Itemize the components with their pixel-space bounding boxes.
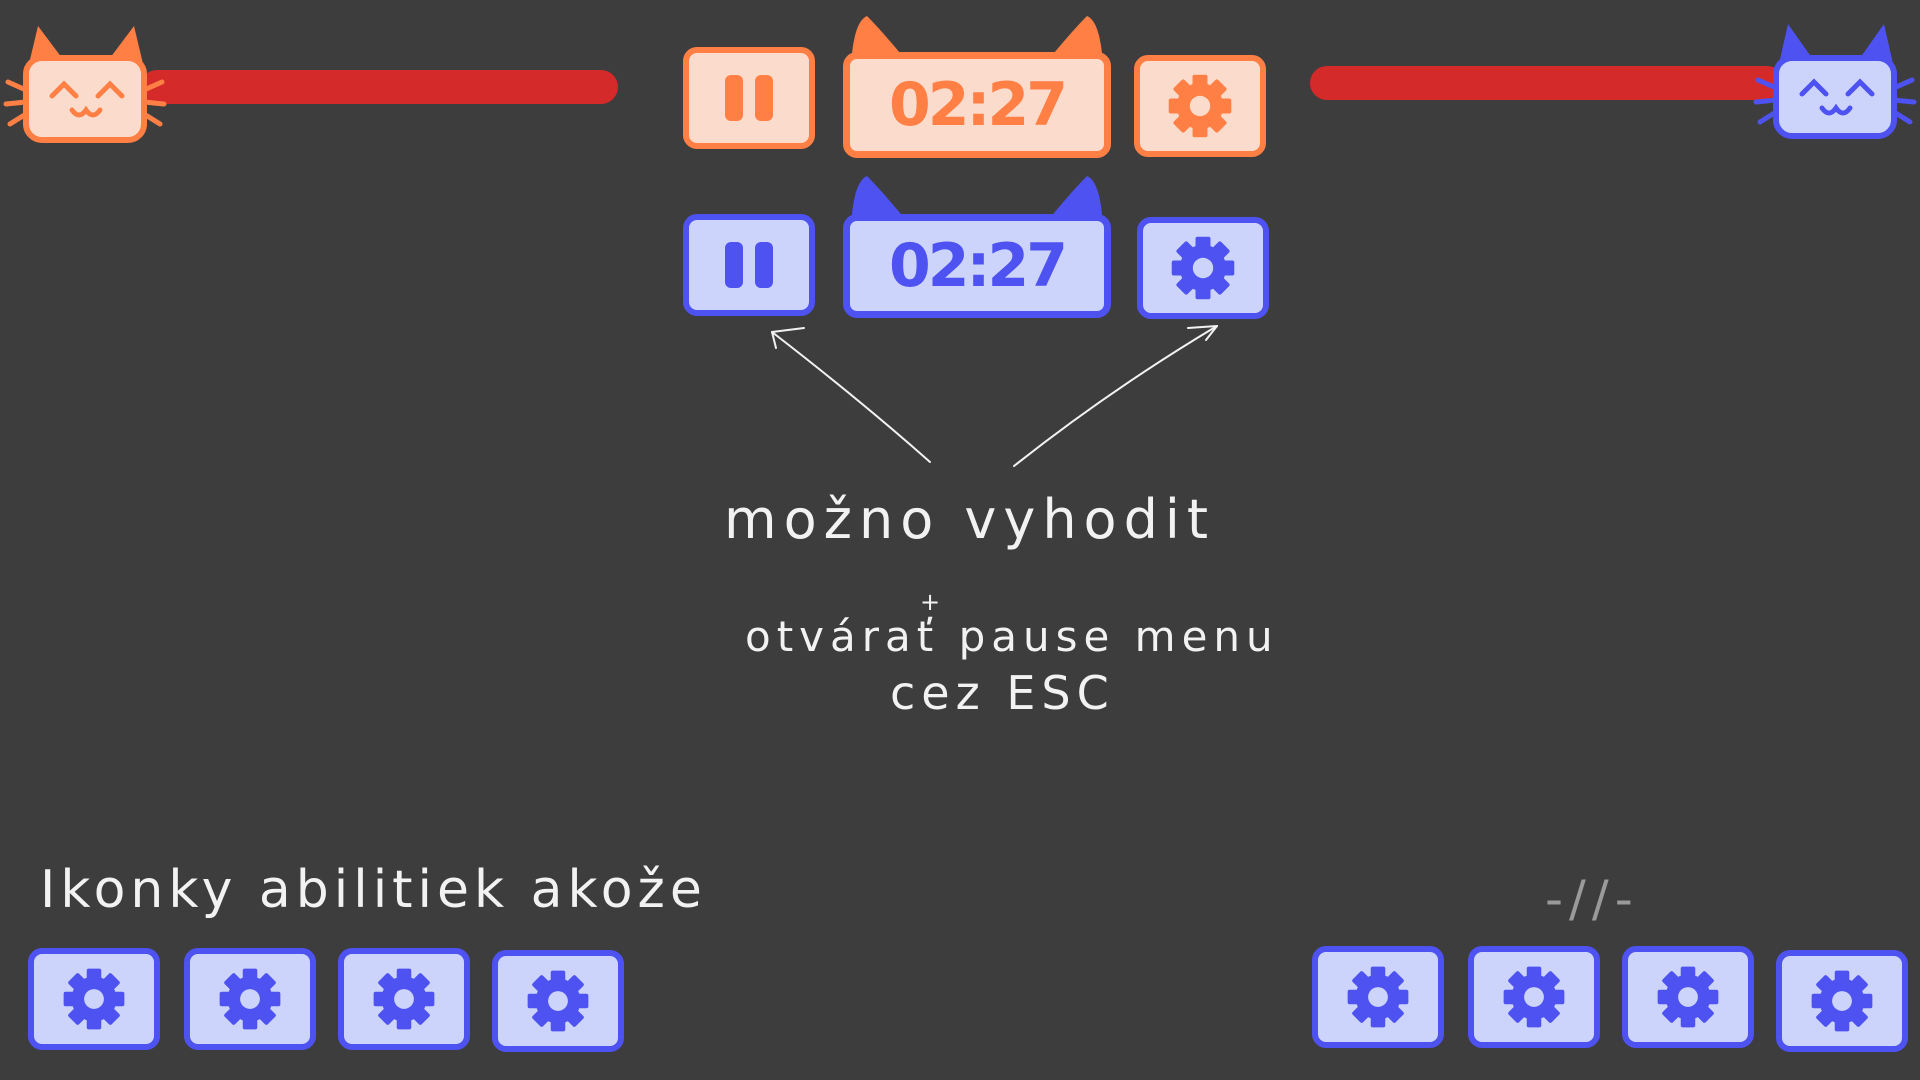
blue-settings-button[interactable] <box>1137 217 1269 319</box>
ability-slot-1[interactable] <box>28 948 160 1050</box>
pause-icon <box>725 242 773 288</box>
note-pause-plus: + <box>920 588 945 616</box>
orange-cat-face-icon <box>3 26 167 143</box>
orange-pause-button[interactable] <box>683 47 815 149</box>
pause-icon <box>725 75 773 121</box>
blue-cat-avatar <box>1750 18 1920 144</box>
timer-text: 02:27 <box>889 231 1068 301</box>
gear-icon <box>525 968 591 1034</box>
ability-slot-4[interactable] <box>492 950 624 1052</box>
note-pause-line1: otvárať pause menu <box>745 612 1279 661</box>
orange-settings-button[interactable] <box>1134 55 1266 157</box>
gear-icon <box>61 966 127 1032</box>
ability-slot-3[interactable] <box>338 948 470 1050</box>
orange-timer: 02:27 <box>843 12 1111 158</box>
blue-cat-face-icon <box>1753 24 1917 139</box>
note-abilities: Ikonky abilitiek akože <box>40 860 707 920</box>
arrow-to-pause <box>771 331 931 463</box>
ability-slot-2[interactable] <box>184 948 316 1050</box>
note-pause-line2: cez ESC <box>890 666 1115 720</box>
gear-icon <box>1809 968 1875 1034</box>
gear-icon <box>371 966 437 1032</box>
ability-slot-8[interactable] <box>1776 950 1908 1052</box>
ability-slot-6[interactable] <box>1468 946 1600 1048</box>
arrow-to-settings <box>1013 325 1218 467</box>
timer-text: 02:27 <box>889 70 1068 140</box>
blue-pause-button[interactable] <box>683 214 815 316</box>
blue-timer: 02:27 <box>843 172 1111 318</box>
gear-icon <box>1501 964 1567 1030</box>
orange-health-bar <box>140 70 618 104</box>
gear-icon <box>1345 964 1411 1030</box>
orange-cat-avatar <box>0 18 172 148</box>
ability-slot-5[interactable] <box>1312 946 1444 1048</box>
gear-icon <box>217 966 283 1032</box>
gear-icon <box>1655 964 1721 1030</box>
note-remove: možno vyhodit <box>724 488 1216 551</box>
note-ditto: -//- <box>1545 870 1639 928</box>
blue-health-bar <box>1310 66 1784 100</box>
ability-slot-7[interactable] <box>1622 946 1754 1048</box>
